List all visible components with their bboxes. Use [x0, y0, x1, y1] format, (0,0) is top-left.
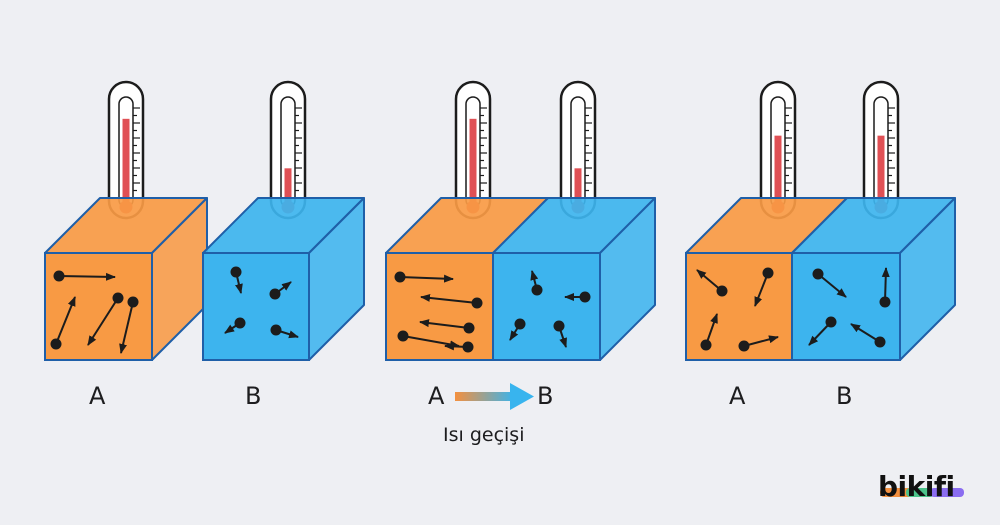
molecule-velocity-arrow [817, 273, 847, 298]
molecule [224, 317, 246, 334]
cube-front-face [492, 252, 601, 361]
molecule-velocity-arrow [743, 335, 779, 347]
molecule-dot [230, 266, 242, 278]
molecule-dot [269, 288, 281, 300]
heat-transfer-caption: Isı geçişi [443, 424, 525, 446]
molecule [119, 296, 139, 354]
thermometer-panel3-a [759, 80, 797, 220]
molecule-dot [112, 292, 124, 304]
molecule-dot [127, 296, 139, 308]
cube-panel2-b [492, 197, 656, 361]
molecule-velocity-arrow [419, 319, 470, 329]
molecule-velocity-arrow [399, 274, 454, 283]
heat-flow-arrow [455, 383, 534, 410]
thermometer-liquid [574, 168, 582, 207]
molecule-dot [553, 320, 565, 332]
molecule-velocity-arrow [119, 301, 134, 354]
molecule-velocity-arrow [420, 293, 478, 304]
molecule-dot [738, 340, 750, 352]
molecule-dot [812, 268, 824, 280]
label-a-panel1: A [89, 382, 106, 410]
label-b-panel3: B [836, 382, 853, 410]
molecule [700, 313, 718, 351]
molecule-dot [514, 318, 526, 330]
molecule [419, 319, 475, 334]
thermometer-panel2-b [559, 80, 597, 220]
molecule-dot [270, 324, 282, 336]
molecule [53, 270, 116, 282]
molecule-dot [471, 297, 483, 309]
molecule-velocity-arrow [850, 323, 881, 343]
label-a-panel2: A [428, 382, 445, 410]
molecule [269, 281, 292, 300]
cube-front-face [202, 252, 310, 361]
molecule-dot [53, 270, 65, 282]
molecule [696, 269, 728, 297]
thermometer-liquid [469, 118, 477, 207]
label-b-panel1: B [245, 382, 262, 410]
molecule-dot [874, 336, 886, 348]
molecule [530, 270, 543, 296]
molecule [444, 341, 474, 353]
molecule [553, 320, 567, 348]
molecule [420, 293, 483, 309]
molecule [850, 323, 886, 348]
thermometer-panel2-a [454, 80, 492, 220]
logo-bar-orange [880, 488, 912, 497]
molecule-velocity-arrow [58, 272, 116, 281]
molecule-velocity-arrow [87, 297, 119, 346]
bikifi-logo: bikifi [878, 470, 955, 503]
thermometer-liquid [284, 168, 292, 207]
molecule-dot [50, 338, 62, 350]
molecule [509, 318, 526, 341]
molecules [50, 266, 891, 354]
molecule-dot [531, 284, 543, 296]
molecule [808, 316, 837, 346]
molecule-dot [463, 322, 475, 334]
molecule-dot [700, 339, 712, 351]
molecule [87, 292, 124, 346]
molecule-dot [762, 267, 774, 279]
thermometer-liquid [774, 135, 782, 207]
logo-bar-purple [930, 488, 964, 497]
thermometer-liquid [877, 135, 885, 207]
molecule-dot [579, 291, 591, 303]
molecule [50, 296, 76, 350]
thermometer-panel1-a [107, 80, 145, 220]
molecule-dot [716, 285, 728, 297]
molecule-dot [397, 330, 409, 342]
thermometer-liquid [122, 118, 130, 207]
molecule [394, 271, 454, 283]
molecule-dot [879, 296, 891, 308]
molecule-dot [234, 317, 246, 329]
label-b-panel2: B [537, 382, 554, 410]
cube-panel1-b [202, 197, 365, 361]
cubes [44, 197, 956, 361]
molecule [754, 267, 774, 307]
molecule [230, 266, 243, 294]
molecule [812, 268, 847, 298]
molecule [564, 291, 591, 303]
molecule-velocity-arrow [881, 267, 890, 303]
molecule [270, 324, 299, 339]
label-a-panel3: A [729, 382, 746, 410]
molecule-dot [394, 271, 406, 283]
molecule-velocity-arrow [754, 272, 769, 307]
molecule-velocity-arrow [55, 296, 76, 345]
molecule [738, 335, 779, 352]
molecule-dot [825, 316, 837, 328]
molecule [879, 267, 891, 308]
logo-bar-green [906, 488, 934, 497]
molecule-dot [462, 341, 474, 353]
